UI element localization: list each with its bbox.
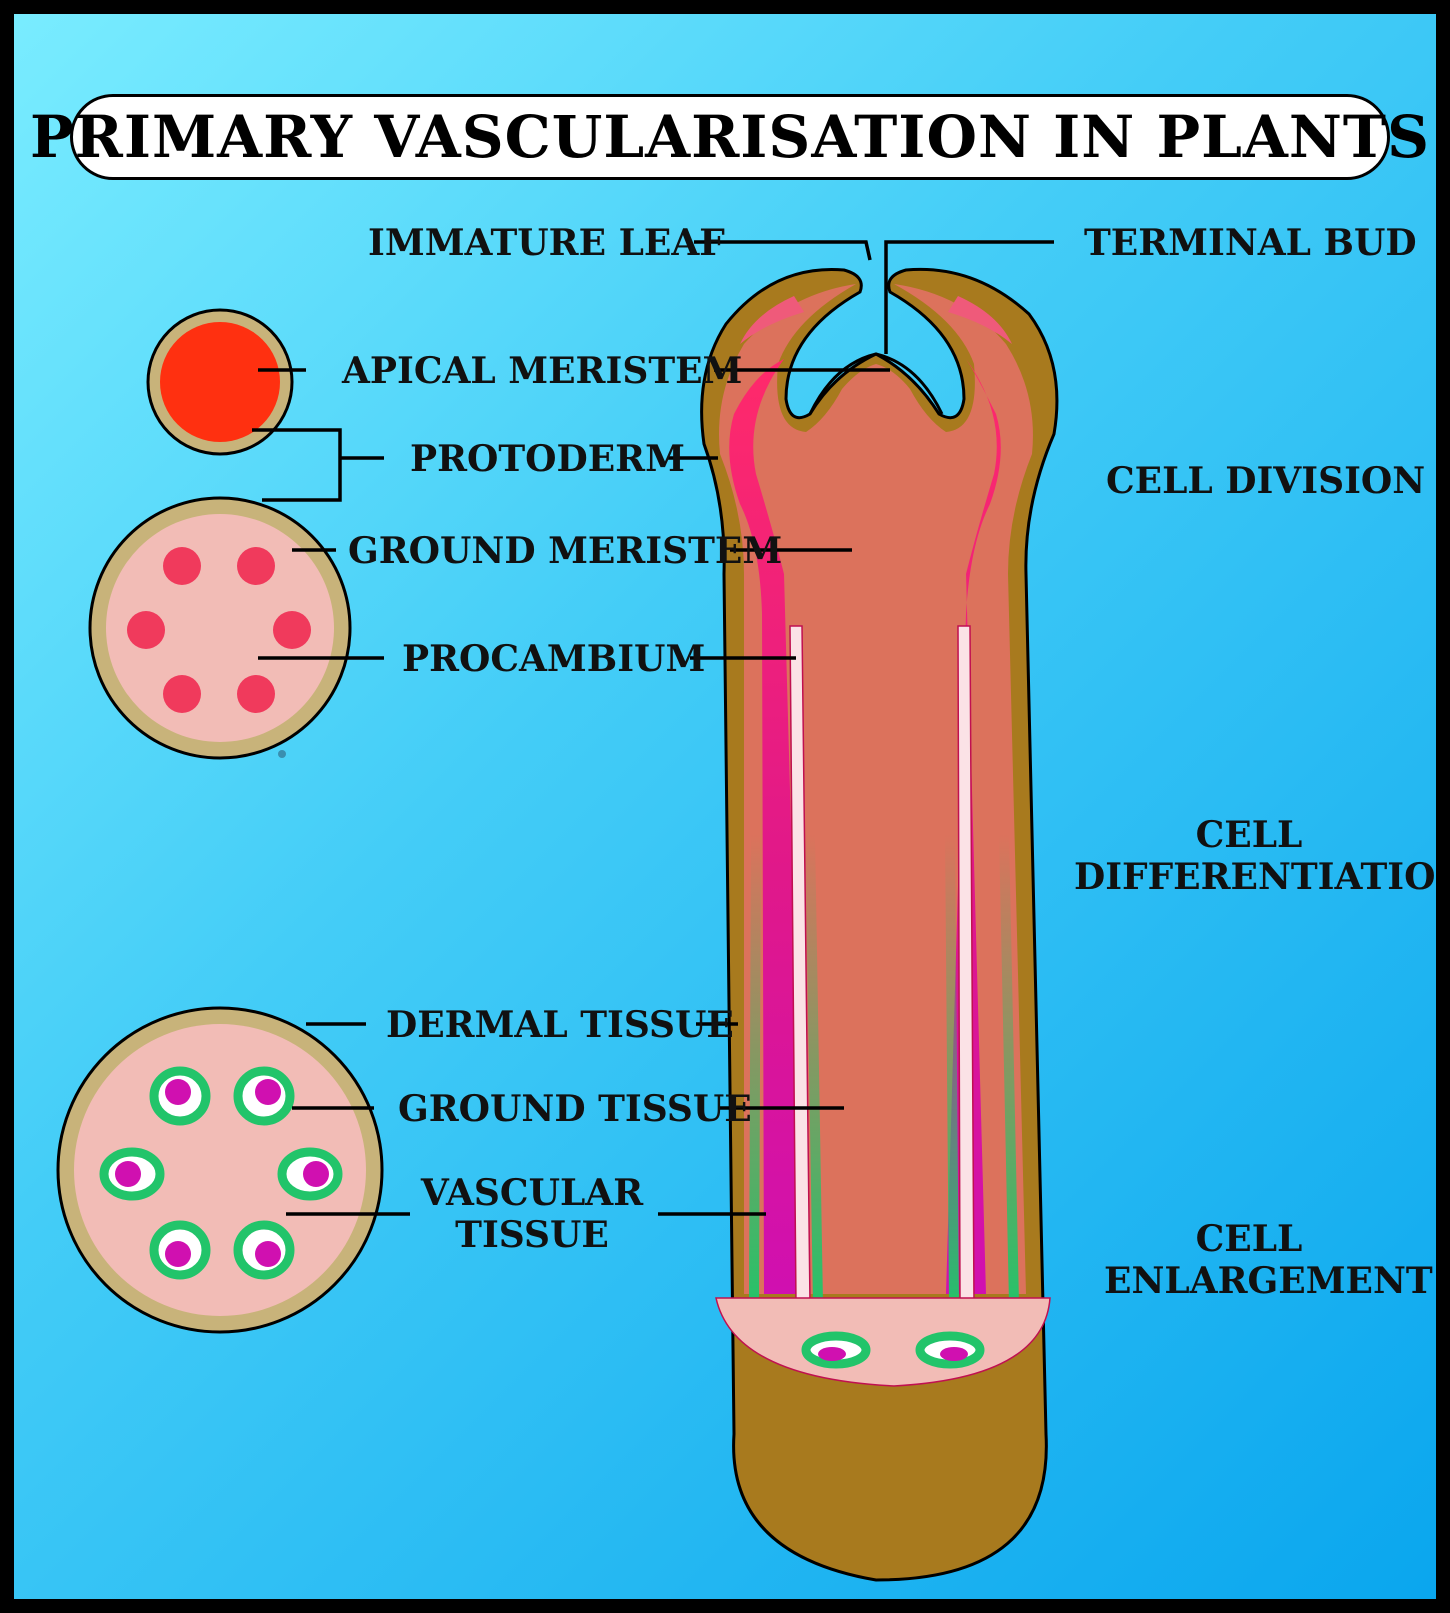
label-procambium: PROCAMBIUM	[402, 638, 706, 680]
vascular-bundle	[149, 1066, 211, 1126]
stage-cell-enlargement-line2: ENLARGEMENT	[1104, 1260, 1433, 1302]
stage-cell-enlargement-line1: CELL	[1195, 1218, 1303, 1260]
procambium-spot	[163, 675, 201, 713]
diagram-title: PRIMARY VASCULARISATION IN PLANTS	[30, 103, 1430, 171]
stage-cell-differentiation-line1: CELL	[1195, 814, 1303, 856]
vascular-bundle	[233, 1220, 295, 1280]
stage-cell-division: CELL DIVISION	[1106, 460, 1426, 502]
apical-meristem-cross-section	[146, 308, 294, 456]
diagram-canvas: PRIMARY VASCULARISATION IN PLANTS	[14, 14, 1436, 1599]
label-dermal-tissue: DERMAL TISSUE	[386, 1004, 734, 1046]
vascular-bundle-section-left	[801, 1331, 871, 1369]
vascular-bundle	[277, 1147, 343, 1201]
label-apical-meristem: APICAL MERISTEM	[342, 350, 743, 392]
label-vascular-tissue-line2: TISSUE	[455, 1214, 609, 1256]
label-ground-tissue: GROUND TISSUE	[398, 1088, 752, 1130]
stage-cell-differentiation-line2: DIFFERENTIATION	[1074, 856, 1436, 898]
immature-leaf-right	[948, 296, 1012, 344]
apical-meristem-dome	[808, 352, 944, 415]
procambium-spot	[273, 611, 311, 649]
label-ground-meristem: GROUND MERISTEM	[348, 530, 783, 572]
immature-leaf-left	[740, 296, 804, 344]
meristem-cross-section	[88, 496, 352, 760]
stem-longitudinal-section	[700, 267, 1059, 1582]
procambium-spot	[163, 547, 201, 585]
vascular-bundle	[99, 1147, 165, 1201]
vascular-bundle-section-right	[915, 1331, 985, 1369]
label-terminal-bud: TERMINAL BUD	[1084, 222, 1417, 264]
mature-cross-section	[56, 1006, 384, 1334]
leader-immature-leaf	[694, 240, 872, 261]
vascular-bundle	[149, 1220, 211, 1280]
title-banner: PRIMARY VASCULARISATION IN PLANTS	[30, 94, 1429, 180]
label-vascular-tissue-line1: VASCULAR	[420, 1172, 644, 1214]
procambium-spot	[237, 675, 275, 713]
procambium-spot	[127, 611, 165, 649]
leader-terminal-bud	[884, 240, 1054, 354]
leader-protoderm-bracket	[252, 428, 342, 502]
label-protoderm: PROTODERM	[410, 438, 685, 480]
vascular-bundle	[233, 1066, 295, 1126]
label-immature-leaf: IMMATURE LEAF	[368, 222, 725, 264]
procambium-spot	[237, 547, 275, 585]
diagram-svg	[56, 240, 1059, 1582]
leader-lines	[252, 240, 1054, 1216]
procambium-strand-left	[729, 359, 804, 1294]
